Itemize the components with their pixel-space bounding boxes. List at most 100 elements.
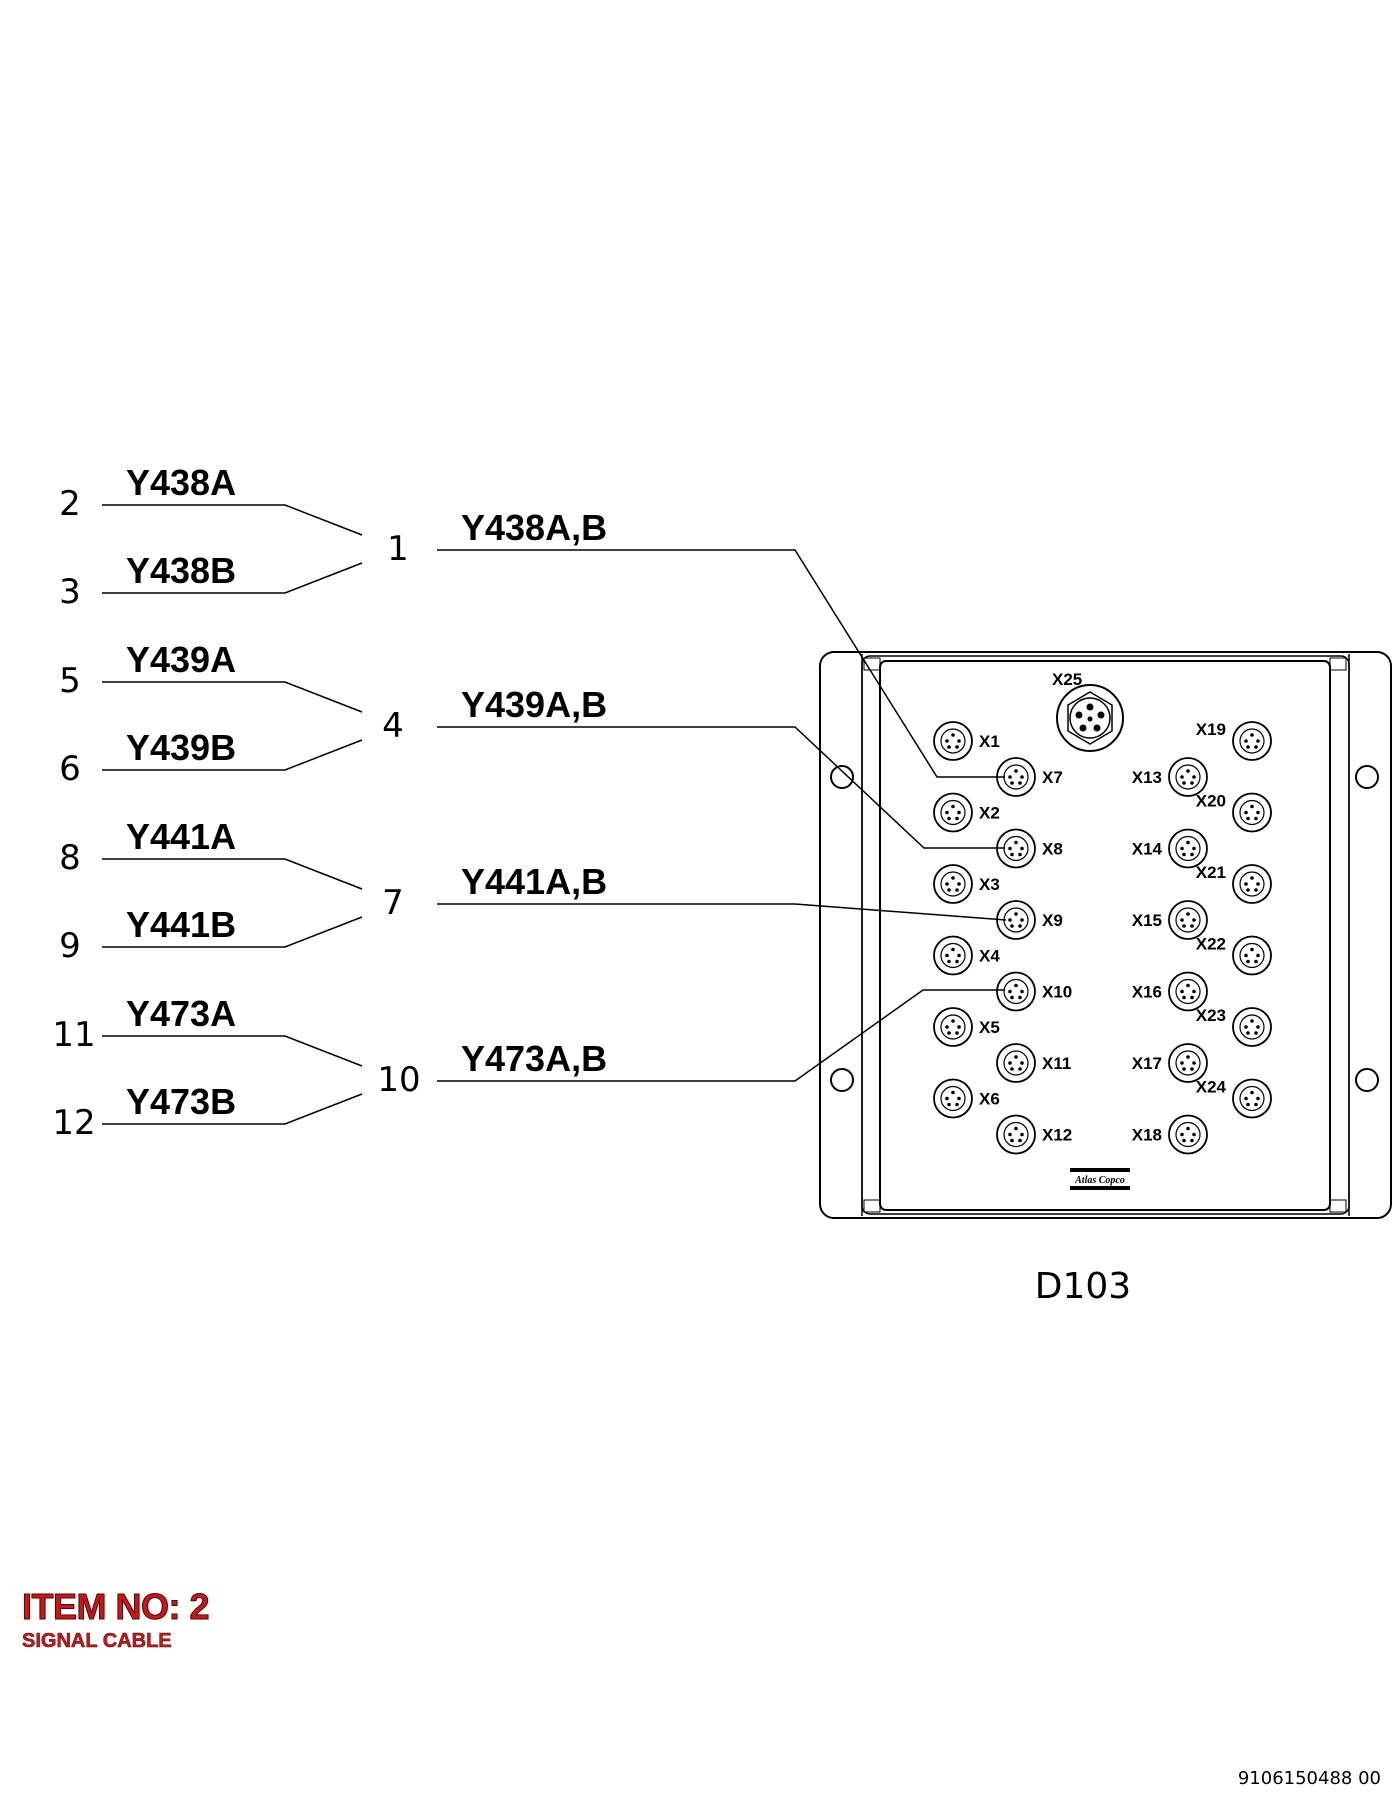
cable-number-main: 4 (382, 706, 404, 746)
cable-group-7: 8 Y441A 9 Y441B 7 Y441A,B (59, 816, 607, 966)
cable-line-a (102, 681, 363, 713)
port-label-x25: X25 (1052, 670, 1082, 689)
corner-notch (863, 657, 881, 671)
port-connector: X15 (1132, 900, 1208, 940)
port-label: X24 (1196, 1078, 1227, 1097)
document-number: 9106150488 00 (1237, 1768, 1381, 1789)
corner-notch (1329, 1199, 1347, 1213)
mounting-hole (830, 1068, 854, 1092)
port-connector: X1 (933, 721, 1000, 761)
port-array: X1X2X3X4X5X6X7X8X9X10X11X12X13X14X15X16X… (933, 720, 1272, 1155)
port-connector: X22 (1196, 935, 1272, 976)
port-connector: X5 (933, 1007, 1000, 1047)
port-label: X2 (979, 804, 1000, 823)
cable-group-1: 2 Y438A 3 Y438B 1 Y438A,B (59, 462, 607, 612)
cable-line-a (102, 858, 363, 890)
corner-notch (1329, 657, 1347, 671)
leader-line-7 (437, 903, 1007, 921)
port-label: X5 (979, 1018, 1000, 1037)
device-flange (819, 651, 1392, 1219)
port-connector: X24 (1196, 1078, 1272, 1119)
mounting-hole (1355, 765, 1379, 789)
port-label: X15 (1132, 911, 1162, 930)
port-label: X6 (979, 1090, 1000, 1109)
device-label: D103 (1035, 1266, 1131, 1307)
port-label: X21 (1196, 863, 1226, 882)
port-connector: X10 (996, 971, 1072, 1012)
cable-number-main: 7 (382, 883, 404, 923)
port-label: X3 (979, 875, 1000, 894)
port-connector: X8 (996, 828, 1063, 869)
port-connector: X11 (996, 1043, 1071, 1083)
port-label: X14 (1132, 840, 1163, 859)
cable-number-b: 12 (52, 1103, 95, 1143)
cable-line-b (102, 916, 363, 948)
port-connector: X19 (1196, 720, 1272, 761)
port-label: X17 (1132, 1054, 1162, 1073)
leader-line-4 (437, 726, 1005, 849)
port-connector: X6 (933, 1078, 1000, 1119)
port-label: X16 (1132, 983, 1162, 1002)
cable-number-b: 9 (59, 926, 81, 966)
port-connector: X16 (1132, 971, 1208, 1012)
port-label: X12 (1042, 1126, 1072, 1145)
cable-number-b: 6 (59, 749, 81, 789)
cable-number-a: 2 (59, 484, 81, 524)
port-connector: X4 (933, 935, 1000, 976)
device-face (879, 660, 1331, 1211)
cable-number-b: 3 (59, 572, 81, 612)
port-label: X22 (1196, 935, 1226, 954)
port-label: X19 (1196, 720, 1226, 739)
cable-label-main: Y441A,B (461, 861, 607, 902)
cable-label-main: Y439A,B (461, 684, 607, 725)
port-label: X11 (1042, 1054, 1071, 1073)
port-connector: X12 (996, 1114, 1072, 1155)
corner-notch (863, 1199, 881, 1213)
main-connector-x25: X25 (1052, 670, 1124, 752)
cable-line-a (102, 1035, 363, 1067)
cable-line-b (102, 739, 363, 771)
cable-label-b: Y439B (126, 727, 236, 768)
port-label: X18 (1132, 1126, 1162, 1145)
port-label: X7 (1042, 768, 1063, 787)
cable-label-a: Y438A (126, 462, 236, 503)
port-label: X13 (1132, 768, 1162, 787)
mounting-hole (830, 765, 854, 789)
port-label: X23 (1196, 1006, 1226, 1025)
cable-number-a: 8 (59, 838, 81, 878)
port-label: X9 (1042, 911, 1063, 930)
port-connector: X17 (1132, 1043, 1208, 1083)
port-label: X4 (979, 947, 1000, 966)
port-connector: X3 (933, 864, 1000, 904)
port-connector: X7 (996, 757, 1063, 797)
item-subtitle: SIGNAL CABLE (22, 1630, 172, 1653)
atlas-copco-logo: Atlas Copco (1070, 1168, 1130, 1190)
cable-label-b: Y473B (126, 1081, 236, 1122)
cable-label-main: Y438A,B (461, 507, 607, 548)
cable-group-4: 5 Y439A 6 Y439B 4 Y439A,B (59, 639, 607, 789)
port-label: X20 (1196, 792, 1226, 811)
port-connector: X13 (1132, 757, 1208, 797)
port-label: X10 (1042, 983, 1072, 1002)
cable-line-b (102, 1093, 363, 1125)
port-connector: X9 (996, 900, 1063, 940)
leader-line-10 (437, 989, 1005, 1082)
cable-number-main: 10 (377, 1060, 420, 1100)
cable-label-b: Y438B (126, 550, 236, 591)
item-number-title: ITEM NO: 2 (21, 1586, 210, 1628)
device-body (861, 655, 1350, 1215)
cable-label-a: Y473A (126, 993, 236, 1034)
port-connector: X18 (1132, 1114, 1208, 1155)
port-connector: X14 (1132, 828, 1208, 869)
cable-group-10: 11 Y473A 12 Y473B 10 Y473A,B (52, 993, 607, 1143)
leader-line-1 (437, 549, 1005, 778)
cable-label-a: Y441A (126, 816, 236, 857)
cable-number-a: 11 (52, 1015, 95, 1055)
port-connector: X21 (1196, 863, 1272, 904)
cable-label-main: Y473A,B (461, 1038, 607, 1079)
logo-text: Atlas Copco (1074, 1175, 1125, 1186)
cable-number-main: 1 (387, 529, 409, 569)
cable-line-a (102, 504, 363, 536)
